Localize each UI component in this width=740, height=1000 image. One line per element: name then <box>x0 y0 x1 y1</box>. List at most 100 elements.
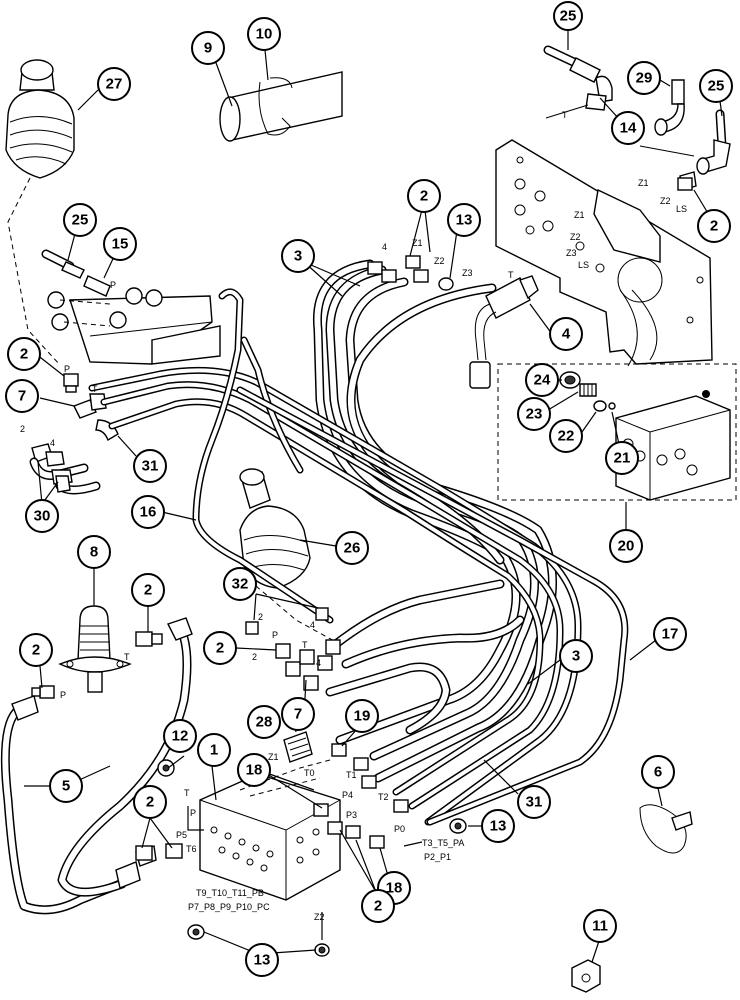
svg-text:T0: T0 <box>304 768 315 778</box>
part-8 <box>58 605 132 693</box>
fitting-left-p <box>63 373 79 393</box>
svg-text:4: 4 <box>382 242 387 252</box>
callout-16: 16 <box>131 495 165 529</box>
plug-24 <box>559 371 581 389</box>
fitting-block-t6 <box>165 843 183 859</box>
callout-25-left: 25 <box>63 203 97 237</box>
callout-31-right: 31 <box>517 785 551 819</box>
svg-text:Z3: Z3 <box>462 268 473 278</box>
svg-text:T: T <box>184 788 190 798</box>
callout-26: 26 <box>335 531 369 565</box>
svg-text:21: 21 <box>614 450 631 467</box>
callout-9: 9 <box>191 31 225 65</box>
fitting-plate-2 <box>677 177 693 191</box>
svg-text:2: 2 <box>710 218 718 235</box>
callout-22: 22 <box>549 419 583 453</box>
hose-25-14 <box>543 45 613 111</box>
svg-text:14: 14 <box>620 120 637 137</box>
svg-text:29: 29 <box>636 70 653 87</box>
callout-2-bottom: 2 <box>361 889 395 923</box>
svg-text:8: 8 <box>90 544 98 561</box>
plug-13-right <box>449 818 467 834</box>
svg-text:3: 3 <box>294 248 302 265</box>
svg-text:T: T <box>302 640 308 650</box>
callout-13-top: 13 <box>447 203 481 237</box>
callout-12: 12 <box>163 719 197 753</box>
hose-5 <box>0 617 193 915</box>
svg-text:P7_P8_P9_P10_PC: P7_P8_P9_P10_PC <box>188 902 270 912</box>
callout-28: 28 <box>247 705 281 739</box>
svg-text:2: 2 <box>374 898 382 915</box>
fitting-28 <box>283 731 313 763</box>
callout-23: 23 <box>517 397 551 431</box>
callout-24: 24 <box>525 363 559 397</box>
svg-text:2: 2 <box>20 346 28 363</box>
plug-13-bottom-right <box>314 943 330 957</box>
svg-text:6: 6 <box>654 764 662 781</box>
svg-text:P: P <box>64 364 70 374</box>
svg-text:24: 24 <box>534 372 551 389</box>
svg-text:T1: T1 <box>346 770 357 780</box>
svg-text:4: 4 <box>50 438 55 448</box>
callout-14: 14 <box>611 111 645 145</box>
svg-text:P: P <box>190 808 196 818</box>
svg-text:16: 16 <box>140 504 157 521</box>
callout-2-left: 2 <box>7 337 41 371</box>
svg-text:31: 31 <box>142 458 159 475</box>
svg-text:20: 20 <box>618 538 635 555</box>
left-manifold <box>41 249 221 365</box>
svg-text:18: 18 <box>246 762 263 779</box>
svg-text:12: 12 <box>172 728 189 745</box>
svg-text:P4: P4 <box>342 790 353 800</box>
svg-text:9: 9 <box>204 40 212 57</box>
callout-7-mid: 7 <box>281 697 315 731</box>
callout-2-top: 2 <box>407 179 441 213</box>
svg-text:P5: P5 <box>176 830 187 840</box>
svg-text:3: 3 <box>572 648 580 665</box>
svg-text:13: 13 <box>456 212 473 229</box>
svg-text:19: 19 <box>354 708 371 725</box>
svg-text:Z1: Z1 <box>268 752 279 762</box>
svg-text:P: P <box>272 630 278 640</box>
callout-2-plate: 2 <box>697 209 731 243</box>
callout-30: 30 <box>25 499 59 533</box>
callout-13-bottom: 13 <box>245 943 279 977</box>
callout-3-top: 3 <box>281 239 315 273</box>
hoses-30 <box>29 443 101 495</box>
svg-text:1: 1 <box>210 742 218 759</box>
port-notes: T9_T10_T11_PB P7_P8_P9_P10_PC T3_T5_PA P… <box>188 838 464 912</box>
svg-text:T2: T2 <box>378 792 389 802</box>
svg-text:7: 7 <box>18 388 26 405</box>
svg-text:LS: LS <box>578 260 589 270</box>
svg-text:7: 7 <box>294 706 302 723</box>
callout-13-right: 13 <box>481 809 515 843</box>
callout-27: 27 <box>97 67 131 101</box>
svg-text:4: 4 <box>310 620 315 630</box>
svg-text:Z2: Z2 <box>660 196 671 206</box>
svg-text:25: 25 <box>708 78 725 95</box>
callout-3-mid: 3 <box>559 639 593 673</box>
fitting-top-pair <box>367 255 429 283</box>
svg-text:13: 13 <box>254 952 271 969</box>
fitting-8-p <box>31 685 55 699</box>
callout-11: 11 <box>583 909 617 943</box>
callout-8: 8 <box>77 535 111 569</box>
pressure-switch-4 <box>469 275 539 389</box>
svg-text:13: 13 <box>490 818 507 835</box>
fitting-left-7 <box>73 393 119 442</box>
svg-text:Z2: Z2 <box>570 232 581 242</box>
callout-2-block: 2 <box>133 785 167 819</box>
svg-text:T6: T6 <box>186 844 197 854</box>
svg-text:4: 4 <box>562 326 571 343</box>
svg-text:Z2: Z2 <box>314 912 325 922</box>
svg-text:10: 10 <box>256 26 273 43</box>
callout-2-mid: 2 <box>203 631 237 665</box>
callout-31-left: 31 <box>133 449 167 483</box>
svg-text:2: 2 <box>216 640 224 657</box>
svg-text:T: T <box>508 270 514 280</box>
svg-text:Z1: Z1 <box>574 210 585 220</box>
callout-32: 32 <box>223 567 257 601</box>
callout-2-left-p: 2 <box>19 633 53 667</box>
svg-text:2: 2 <box>252 652 257 662</box>
fitting-row-block <box>313 743 409 849</box>
